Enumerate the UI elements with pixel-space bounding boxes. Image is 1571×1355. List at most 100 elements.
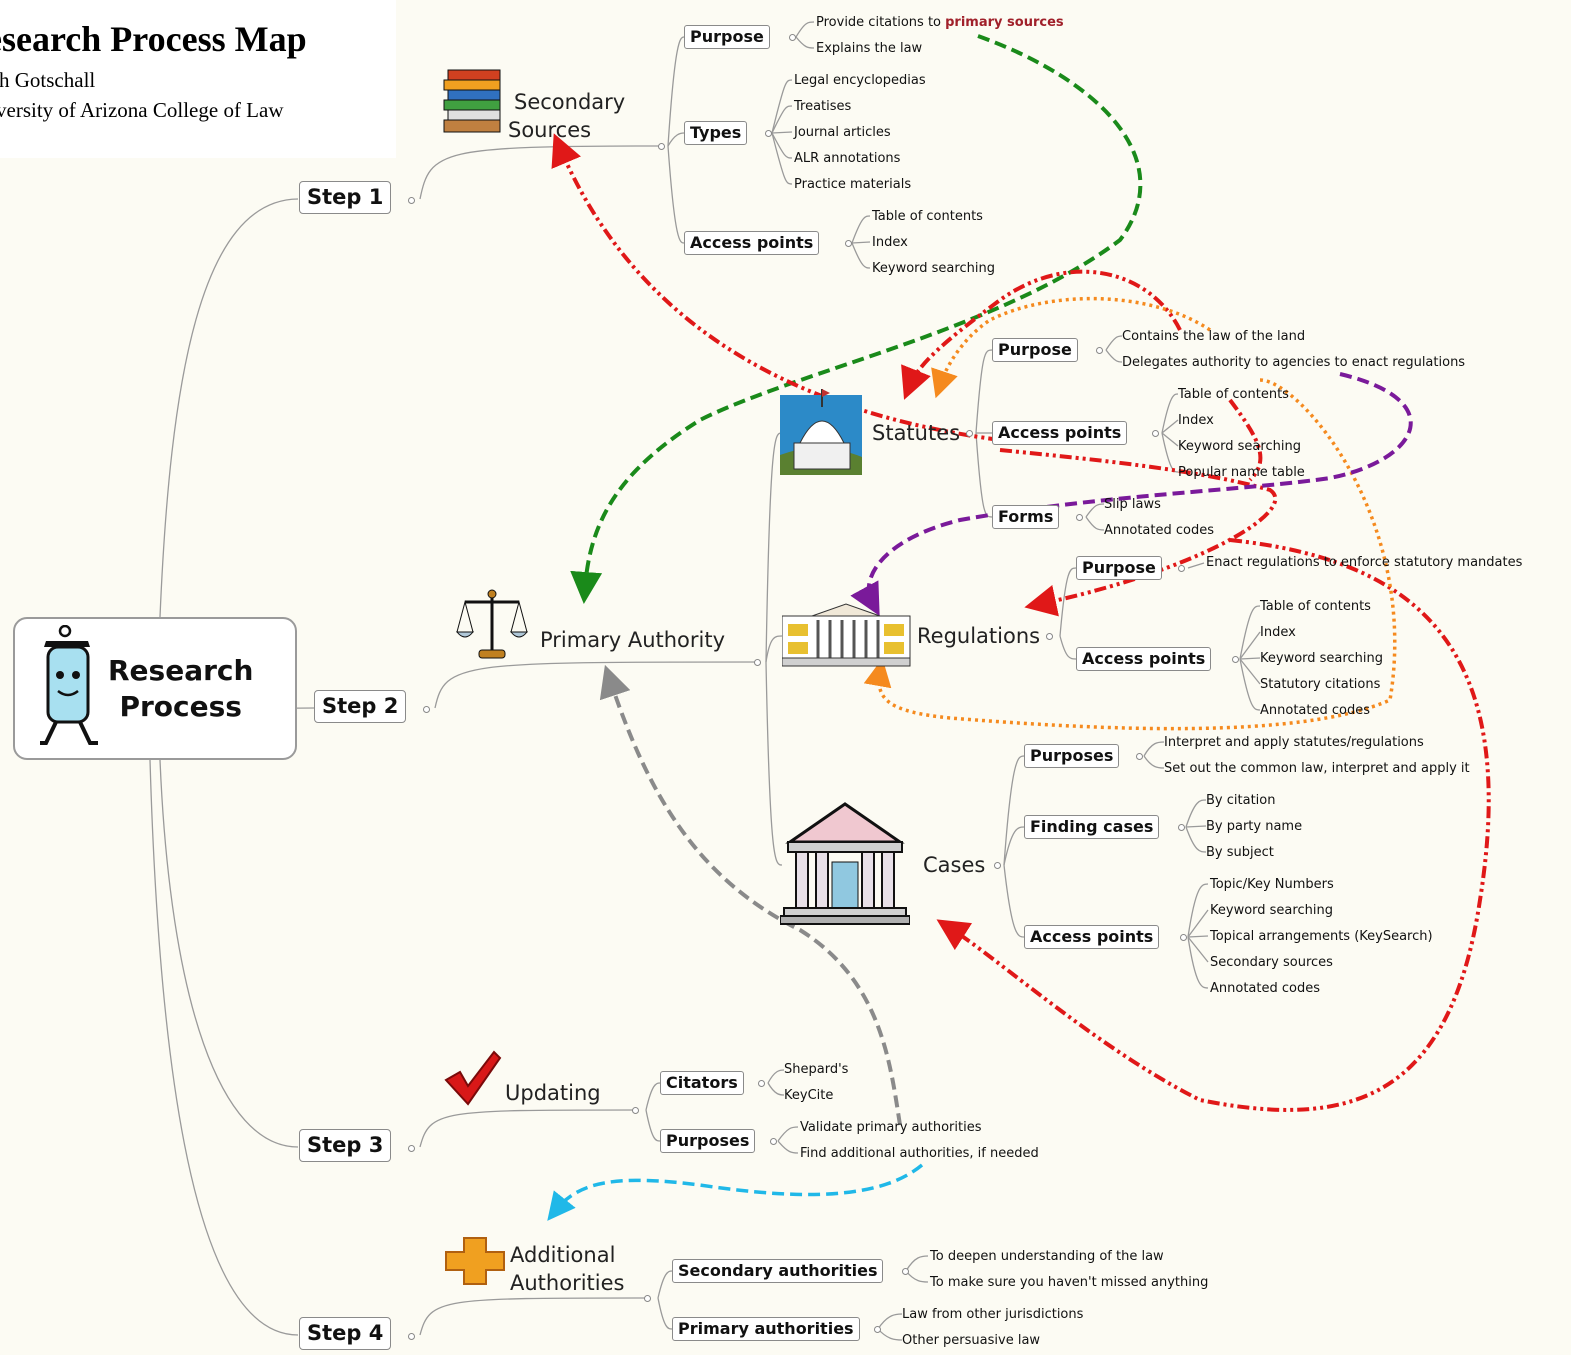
s1-purpose-item-2: Explains the law [816, 41, 923, 56]
primary-authorities-item: Other persuasive law [902, 1333, 1041, 1348]
collapse-icon[interactable] [902, 1268, 909, 1275]
s1-type-item: Treatises [794, 99, 852, 114]
primary-authorities-node[interactable]: Primary authorities [672, 1317, 860, 1341]
collapse-icon[interactable] [789, 34, 796, 41]
cases-access-node[interactable]: Access points [1024, 925, 1160, 949]
secondary-authorities-item: To deepen understanding of the law [930, 1249, 1164, 1264]
step-4-node[interactable]: Step 4 [299, 1317, 392, 1350]
secondary-authorities-node[interactable]: Secondary authorities [672, 1259, 884, 1283]
s1-type-item: Practice materials [794, 177, 912, 192]
cases-access-item: Annotated codes [1210, 981, 1320, 996]
central-node-line1: Research [108, 654, 254, 687]
secondary-sources-label-2: Sources [508, 118, 592, 142]
s1-access-item: Keyword searching [872, 261, 995, 276]
cases-finding-item: By party name [1206, 819, 1303, 834]
collapse-icon[interactable] [1232, 656, 1239, 663]
statutes-access-item: Popular name table [1178, 465, 1305, 480]
statutes-purpose-node[interactable]: Purpose [992, 338, 1078, 362]
author-name: h Gotschall [0, 68, 96, 92]
step-3-node[interactable]: Step 3 [299, 1129, 392, 1162]
primary-authorities-item: Law from other jurisdictions [902, 1307, 1084, 1322]
collapse-icon[interactable] [765, 130, 772, 137]
regulations-label: Regulations [917, 624, 1041, 648]
collapse-icon[interactable] [758, 1080, 765, 1087]
s1-type-item: Journal articles [794, 125, 891, 140]
collapse-icon[interactable] [845, 240, 852, 247]
collapse-icon[interactable] [1178, 824, 1185, 831]
updating-purposes-node[interactable]: Purposes [660, 1129, 756, 1153]
collapse-icon[interactable] [408, 1333, 415, 1340]
collapse-icon[interactable] [423, 706, 430, 713]
citators-item: KeyCite [784, 1088, 834, 1103]
s1-type-item: Legal encyclopedias [794, 73, 926, 88]
cases-access-item: Topical arrangements (KeySearch) [1210, 929, 1433, 944]
cases-purposes-node[interactable]: Purposes [1024, 744, 1120, 768]
scales-icon [455, 589, 529, 659]
statutes-access-item: Keyword searching [1178, 439, 1301, 454]
collapse-icon[interactable] [1136, 753, 1143, 760]
updating-purposes-item: Validate primary authorities [800, 1120, 982, 1135]
s1-type-item: ALR annotations [794, 151, 901, 166]
statutes-forms-node[interactable]: Forms [992, 505, 1060, 529]
regulations-access-node[interactable]: Access points [1076, 647, 1212, 671]
regulations-access-item: Statutory citations [1260, 677, 1381, 692]
cases-access-item: Topic/Key Numbers [1210, 877, 1334, 892]
s1-access-node[interactable]: Access points [684, 231, 820, 255]
s1-purpose-item-1: Provide citations to primary sources [816, 15, 1064, 30]
regulations-access-item: Annotated codes [1260, 703, 1370, 718]
statutes-purpose-item: Contains the law of the land [1122, 329, 1306, 344]
step-1-node[interactable]: Step 1 [299, 181, 392, 214]
step-2-node[interactable]: Step 2 [314, 690, 407, 723]
collapse-icon[interactable] [644, 1295, 651, 1302]
checkmark-icon [444, 1050, 502, 1106]
collapse-icon[interactable] [1076, 514, 1083, 521]
collapse-icon[interactable] [1180, 934, 1187, 941]
additional-authorities-label-1: Additional [510, 1243, 616, 1267]
citators-node[interactable]: Citators [660, 1071, 744, 1095]
secondary-sources-label-1: Secondary [514, 90, 626, 114]
plus-icon [445, 1237, 505, 1285]
collapse-icon[interactable] [1096, 347, 1103, 354]
additional-authorities-label-2: Authorities [510, 1271, 625, 1295]
statutes-access-node[interactable]: Access points [992, 421, 1128, 445]
updating-purposes-item: Find additional authorities, if needed [800, 1146, 1039, 1161]
collapse-icon[interactable] [408, 197, 415, 204]
regulations-access-item: Table of contents [1260, 599, 1371, 614]
statutes-forms-item: Annotated codes [1104, 523, 1214, 538]
cases-access-item: Keyword searching [1210, 903, 1333, 918]
primary-authority-label: Primary Authority [540, 628, 726, 652]
collapse-icon[interactable] [754, 659, 761, 666]
collapse-icon[interactable] [994, 862, 1001, 869]
regulations-purpose-node[interactable]: Purpose [1076, 556, 1162, 580]
s1-types-node[interactable]: Types [684, 121, 748, 145]
collapse-icon[interactable] [1152, 430, 1159, 437]
regulations-purpose-item: Enact regulations to enforce statutory m… [1206, 555, 1523, 570]
collapse-icon[interactable] [658, 143, 665, 150]
central-node-label: Research Process [108, 653, 253, 725]
collapse-icon[interactable] [408, 1145, 415, 1152]
cases-access-item: Secondary sources [1210, 955, 1333, 970]
collapse-icon[interactable] [770, 1138, 777, 1145]
collapse-icon[interactable] [1046, 633, 1053, 640]
statutes-purpose-item: Delegates authority to agencies to enact… [1122, 355, 1466, 370]
collapse-icon[interactable] [874, 1326, 881, 1333]
s1-access-item: Index [872, 235, 908, 250]
updating-label: Updating [505, 1081, 601, 1105]
books-icon [443, 69, 501, 133]
cases-finding-item: By subject [1206, 845, 1274, 860]
cases-purposes-item: Set out the common law, interpret and ap… [1164, 761, 1470, 776]
collapse-icon[interactable] [966, 430, 973, 437]
regulations-access-item: Index [1260, 625, 1296, 640]
author-affiliation: versity of Arizona College of Law [0, 98, 284, 122]
collapse-icon[interactable] [1178, 565, 1185, 572]
cases-finding-node[interactable]: Finding cases [1024, 815, 1160, 839]
s1-purpose-node[interactable]: Purpose [684, 25, 770, 49]
statutes-access-item: Index [1178, 413, 1214, 428]
collapse-icon[interactable] [632, 1107, 639, 1114]
s1-access-item: Table of contents [872, 209, 983, 224]
cases-finding-item: By citation [1206, 793, 1276, 808]
header-panel [0, 0, 396, 158]
statutes-forms-item: Slip laws [1104, 497, 1161, 512]
secondary-authorities-item: To make sure you haven't missed anything [930, 1275, 1209, 1290]
